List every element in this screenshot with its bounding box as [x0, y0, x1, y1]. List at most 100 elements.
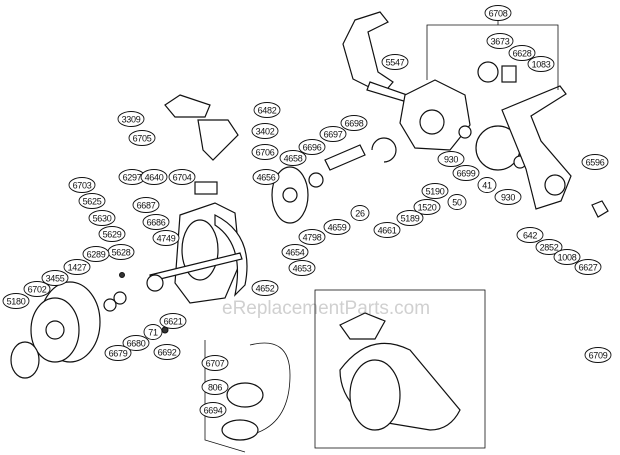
- bracket-6707: [204, 340, 246, 453]
- drag-knob-front: [10, 341, 40, 379]
- bail-holder-plate: [221, 419, 259, 441]
- part-callout-5180: 5180: [2, 293, 30, 309]
- part-number: 4661: [378, 226, 397, 236]
- part-number: 6686: [147, 218, 166, 228]
- part-number: 6696: [303, 143, 322, 153]
- callout-oval: [98, 226, 126, 242]
- callout-oval: [281, 244, 309, 260]
- part-number: 6699: [457, 169, 476, 179]
- bail-arm: [214, 214, 248, 297]
- part-number: 6289: [87, 250, 106, 260]
- part-number: 930: [444, 155, 458, 165]
- part-callout-5629: 5629: [98, 226, 126, 242]
- part-number: 5629: [103, 230, 122, 240]
- callout-oval: [132, 197, 160, 213]
- callout-oval: [117, 111, 145, 127]
- worm-gear: [477, 61, 499, 83]
- callout-oval: [323, 219, 351, 235]
- callout-oval: [63, 259, 91, 275]
- part-number: 2852: [540, 243, 559, 253]
- part-number: 6707: [206, 359, 225, 369]
- rotor-nut: [146, 274, 164, 292]
- part-callout-4656: 4656: [252, 169, 280, 185]
- part-callout-642: 642: [516, 227, 544, 243]
- part-number: 6697: [324, 130, 343, 140]
- callout-oval: [494, 189, 522, 205]
- callout-oval: [104, 345, 132, 361]
- part-number: 26: [355, 209, 365, 219]
- part-number: 6297: [123, 173, 142, 183]
- part-callout-6706: 6706: [251, 144, 279, 160]
- part-callout-6628: 6628: [508, 45, 536, 61]
- part-number: 4654: [286, 248, 305, 258]
- part-number: 6708: [489, 9, 508, 19]
- part-number: 4652: [256, 284, 275, 294]
- part-number: 6679: [109, 349, 128, 359]
- pinion-gear: [324, 144, 366, 171]
- callout-oval: [298, 139, 326, 155]
- part-number: 1520: [418, 203, 437, 213]
- part-callout-71: 71: [143, 324, 163, 340]
- callout-oval: [350, 205, 370, 221]
- callout-oval: [452, 165, 480, 181]
- line-roller-cover: [197, 119, 239, 161]
- part-callout-6692: 6692: [153, 344, 181, 360]
- part-callout-5625: 5625: [78, 193, 106, 209]
- callout-oval: [82, 246, 110, 262]
- part-callout-6289: 6289: [82, 246, 110, 262]
- part-callout-6705: 6705: [128, 130, 156, 146]
- callout-oval: [41, 270, 69, 286]
- bail-wire-holder: [164, 94, 211, 118]
- callout-oval: [447, 194, 467, 210]
- part-callout-50: 50: [447, 194, 467, 210]
- part-number: 1008: [558, 253, 577, 263]
- part-number: 6680: [127, 339, 146, 349]
- callout-oval: [584, 347, 612, 363]
- part-callout-6694: 6694: [199, 402, 227, 418]
- callout-oval: [516, 227, 544, 243]
- inset-box: [314, 289, 486, 449]
- part-callout-3402: 3402: [251, 123, 279, 139]
- part-number: 930: [501, 193, 515, 203]
- callout-oval: [199, 402, 227, 418]
- part-number: 4653: [293, 264, 312, 274]
- part-callout-6686: 6686: [142, 214, 170, 230]
- part-callout-6702: 6702: [23, 281, 51, 297]
- callout-oval: [553, 249, 581, 265]
- part-callout-6627: 6627: [574, 259, 602, 275]
- part-number: 6621: [164, 317, 183, 327]
- part-callout-4652: 4652: [251, 280, 279, 296]
- part-number: 6704: [173, 173, 192, 183]
- part-number: 4798: [303, 233, 322, 243]
- callout-oval: [381, 54, 409, 70]
- part-callout-5630: 5630: [88, 210, 116, 226]
- part-callout-41: 41: [477, 177, 497, 193]
- callout-oval: [437, 151, 465, 167]
- part-number: 6706: [256, 148, 275, 158]
- bail-trip: [194, 181, 218, 195]
- part-number: 642: [523, 231, 537, 241]
- part-number: 6482: [258, 106, 277, 116]
- part-number: 6627: [579, 263, 598, 273]
- washer: [103, 298, 117, 312]
- part-number: 4658: [284, 154, 303, 164]
- part-callout-5547: 5547: [381, 54, 409, 70]
- callout-oval: [527, 56, 555, 72]
- part-callout-3673: 3673: [486, 33, 514, 49]
- part-callout-930: 930: [437, 151, 465, 167]
- part-number: 3309: [122, 115, 141, 125]
- part-callout-5628: 5628: [107, 244, 135, 260]
- part-callout-6687: 6687: [132, 197, 160, 213]
- callout-oval: [128, 130, 156, 146]
- callout-oval: [251, 123, 279, 139]
- part-number: 1083: [532, 60, 551, 70]
- callout-oval: [68, 177, 96, 193]
- part-number: 3673: [491, 37, 510, 47]
- part-number: 6596: [586, 158, 605, 168]
- part-callout-6482: 6482: [253, 102, 281, 118]
- part-callout-3455: 3455: [41, 270, 69, 286]
- part-number: 6705: [133, 134, 152, 144]
- part-callout-26: 26: [350, 205, 370, 221]
- oneway-clutch-ring: [371, 137, 397, 163]
- part-callout-4661: 4661: [373, 222, 401, 238]
